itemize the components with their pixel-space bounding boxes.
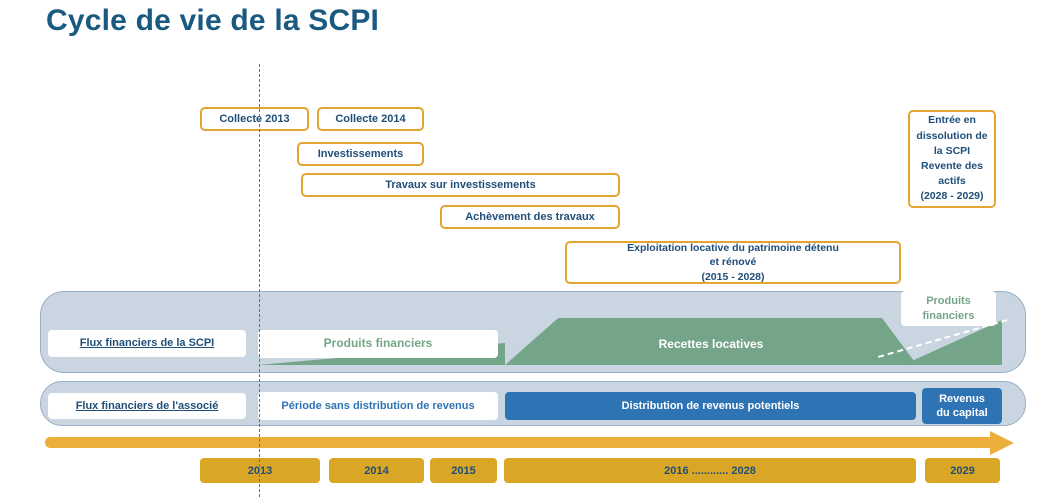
year-2013: 2013 xyxy=(200,458,320,483)
phase-investissements: Investissements xyxy=(297,142,424,166)
phase-exploitation-locative: Exploitation locative du patrimoine déte… xyxy=(565,241,901,284)
phase-collecte-2014: Collecte 2014 xyxy=(317,107,424,131)
associe-band-title: Flux financiers de l'associé xyxy=(48,393,246,419)
page-title: Cycle de vie de la SCPI xyxy=(46,4,380,37)
scpi-band-title: Flux financiers de la SCPI xyxy=(48,330,246,357)
timeline-arrow-shaft xyxy=(45,437,990,448)
recettes-locatives-shape: Recettes locatives xyxy=(505,318,917,365)
phase-travaux-investissements: Travaux sur investissements xyxy=(301,173,620,197)
timeline-start-dashed-line xyxy=(259,64,260,497)
revenus-du-capital-label: Revenus du capital xyxy=(922,388,1002,424)
year-2016-2028: 2016 ............ 2028 xyxy=(504,458,916,483)
year-2014: 2014 xyxy=(329,458,424,483)
distribution-revenus-label: Distribution de revenus potentiels xyxy=(505,392,916,420)
produits-financiers-right-label: Produits financiers xyxy=(901,291,996,326)
phase-dissolution: Entrée en dissolution de la SCPI Revente… xyxy=(908,110,996,208)
phase-achevement-travaux: Achèvement des travaux xyxy=(440,205,620,229)
year-2015: 2015 xyxy=(430,458,497,483)
periode-sans-distribution-label: Période sans distribution de revenus xyxy=(258,392,498,420)
year-2029: 2029 xyxy=(925,458,1000,483)
recettes-locatives-label: Recettes locatives xyxy=(658,337,764,351)
phase-collecte-2013: Collecte 2013 xyxy=(200,107,309,131)
produits-financiers-left-label: Produits financiers xyxy=(258,330,498,358)
timeline-arrow-head xyxy=(990,431,1014,455)
